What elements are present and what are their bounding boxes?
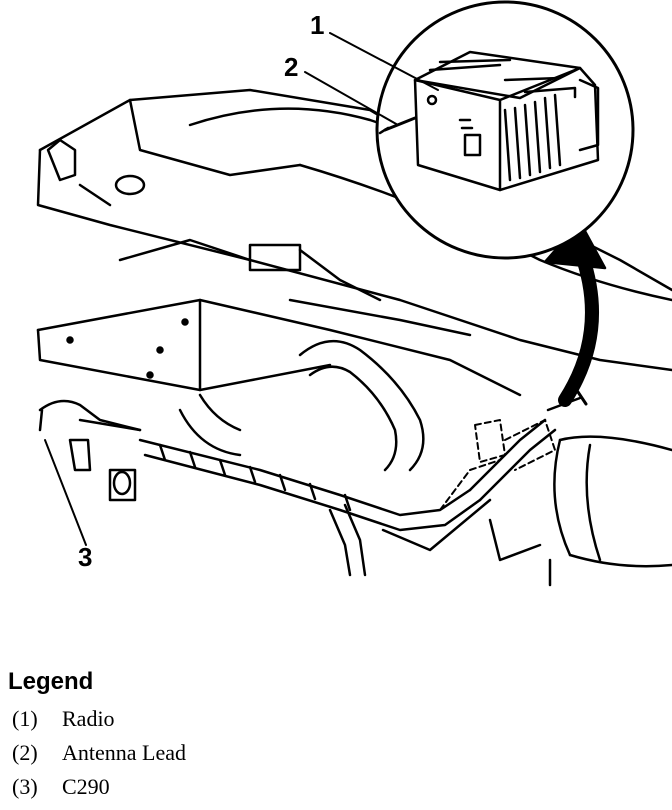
callout-2-label: 2 (284, 52, 298, 82)
legend-item: (2) Antenna Lead (8, 736, 658, 770)
callout-3-label: 3 (78, 542, 92, 572)
legend-title: Legend (8, 668, 94, 695)
legend-item-label: Antenna Lead (62, 740, 186, 765)
callout-2-leader (304, 71, 399, 126)
legend-item: (3) C290 (8, 770, 658, 804)
callout-1-leader (329, 32, 439, 91)
c290-connector-area (38, 399, 142, 502)
wiring-harness (138, 418, 557, 577)
detail-zoom-circle (375, 0, 635, 260)
radio-mount-hidden-lines (439, 419, 556, 511)
legend-item-number: (1) (12, 706, 38, 731)
support-bracket (36, 238, 522, 397)
legend-item-label: Radio (62, 706, 115, 731)
legend-item: (1) Radio (8, 702, 658, 736)
antenna-lead (378, 116, 417, 135)
callout-3-leader (44, 439, 87, 546)
legend-item-number: (2) (12, 740, 38, 765)
legend: Legend (1) Radio (2) Antenna Lead (3) C290 (8, 668, 658, 804)
crossbar-tube (488, 435, 672, 587)
callout-1-label: 1 (310, 10, 324, 40)
antenna-lead-plug-tip (576, 390, 588, 406)
legend-item-label: C290 (62, 774, 110, 799)
radio (413, 50, 600, 192)
legend-item-number: (3) (12, 774, 38, 799)
zoom-arrow (558, 243, 599, 407)
heater-duct (178, 339, 425, 472)
radio-location-illustration: 1 2 3 (36, 0, 672, 587)
